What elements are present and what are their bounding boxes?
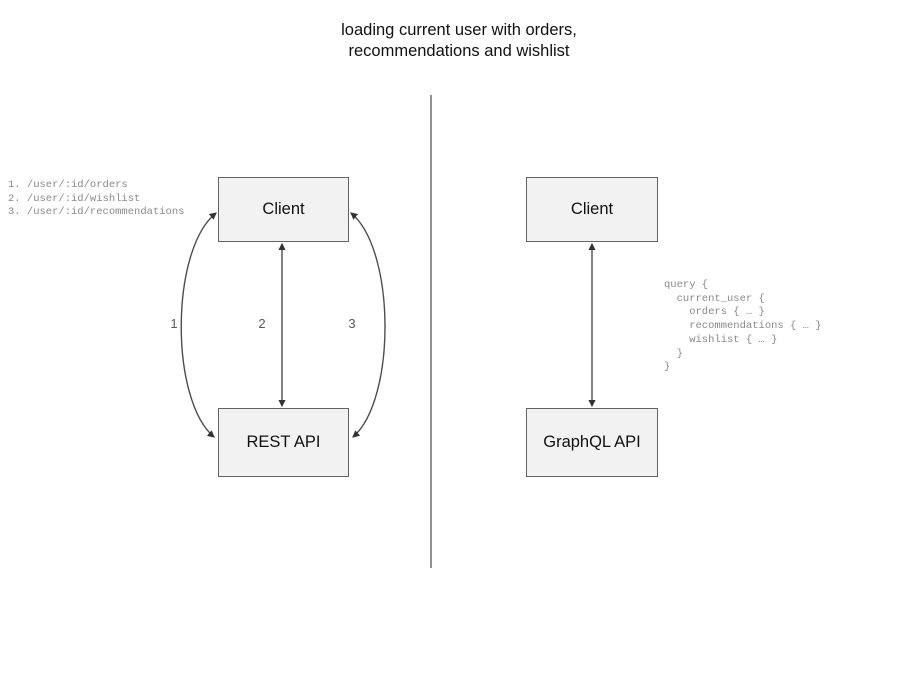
graphql-query-snippet: query { current_user { orders { … } reco… <box>664 279 822 374</box>
node-client-graphql[interactable]: Client <box>526 177 658 242</box>
edge-label-3: 3 <box>348 316 356 331</box>
node-graphql-api[interactable]: GraphQL API <box>526 408 658 477</box>
edge-1-client-rest <box>180 212 217 438</box>
page-title: loading current user with orders, recomm… <box>341 21 577 60</box>
node-rest-api[interactable]: REST API <box>218 408 349 477</box>
edge-label-2: 2 <box>258 316 266 331</box>
rest-endpoint-list: 1. /user/:id/orders 2. /user/:id/wishlis… <box>8 179 185 219</box>
edge-label-1: 1 <box>170 316 178 331</box>
node-client-rest[interactable]: Client <box>218 177 349 242</box>
edge-3-client-rest <box>350 212 386 438</box>
